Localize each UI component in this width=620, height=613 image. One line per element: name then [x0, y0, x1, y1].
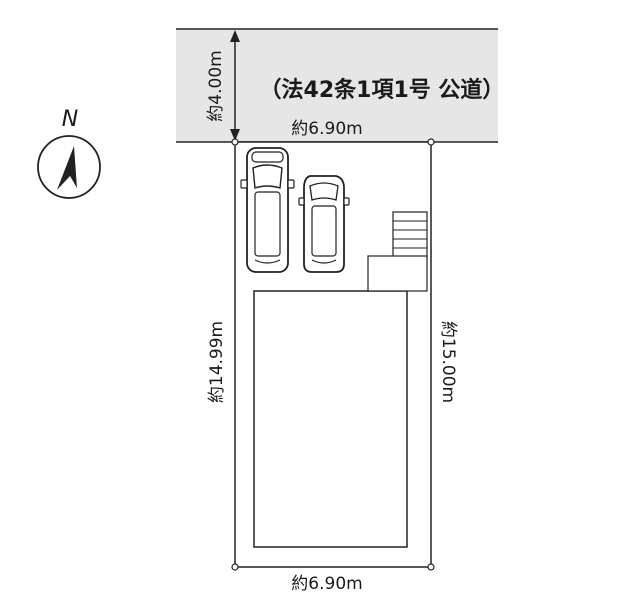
corner-marker-bottom-left — [231, 563, 239, 571]
arrowhead-up-icon — [230, 30, 240, 42]
road-area — [176, 29, 498, 142]
road-label: （法42条1項1号 公道） — [260, 77, 505, 103]
road: （法42条1項1号 公道） — [176, 28, 505, 143]
corner-marker-top-left — [231, 138, 239, 146]
corner-marker-top-right — [427, 138, 435, 146]
road-width-label: 約4.00m — [206, 50, 226, 121]
north-compass: N — [37, 107, 101, 199]
north-label: N — [62, 107, 78, 132]
lot-right-depth-label: 約15.00m — [438, 321, 458, 403]
car-icon — [298, 175, 350, 273]
stairs-icon — [392, 211, 428, 259]
lot-bottom-width-label: 約6.90m — [291, 574, 362, 594]
entrance-steps — [367, 211, 428, 292]
lot-left-depth-label: 約14.99m — [207, 321, 227, 403]
corner-marker-bottom-right — [427, 563, 435, 571]
house-footprint — [253, 290, 408, 548]
road-width-dimension: 約4.00m — [206, 30, 240, 141]
car-icon — [240, 147, 295, 273]
compass-circle — [37, 135, 101, 199]
porch — [367, 255, 428, 292]
north-arrow-icon — [57, 146, 77, 190]
lot-top-width-label: 約6.90m — [291, 119, 362, 139]
arrowhead-down-icon — [230, 129, 240, 141]
